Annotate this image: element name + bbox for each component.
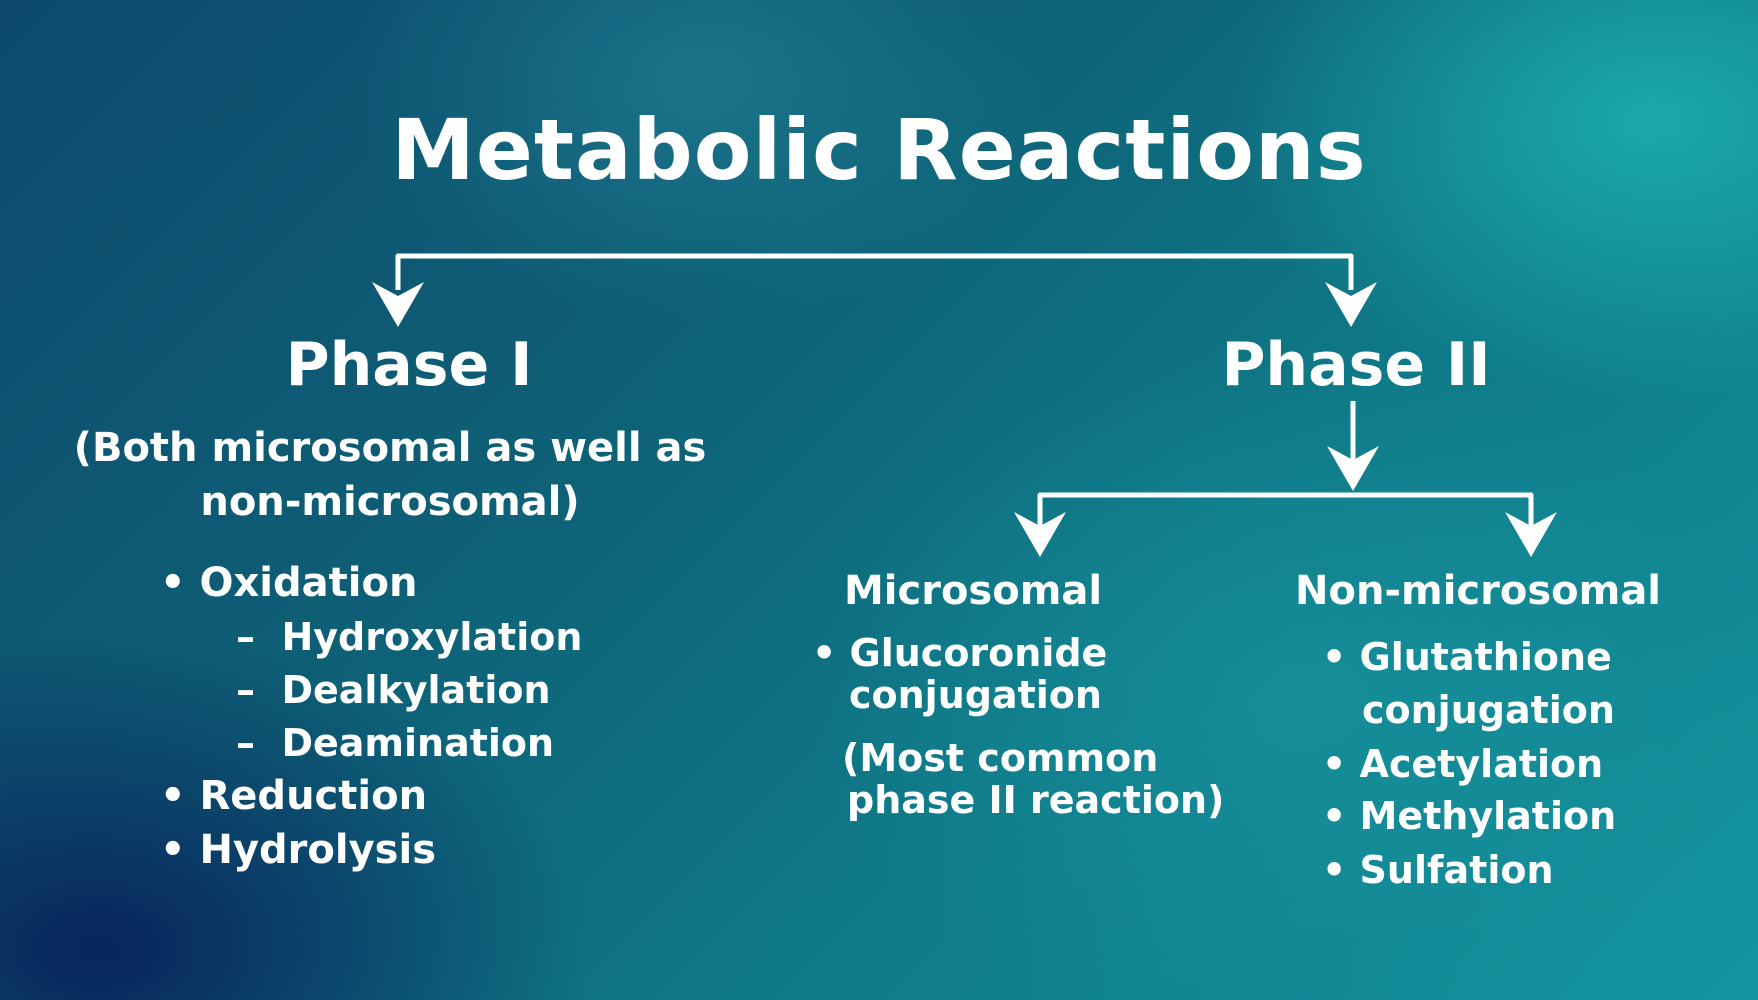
list-item: • Hydrolysis <box>160 827 437 873</box>
microsomal-note-line2: phase II reaction) <box>847 778 1225 822</box>
top-connector-line <box>395 253 1354 290</box>
arrow-head-phase2 <box>1325 282 1377 327</box>
item-label: Reduction <box>199 773 428 819</box>
item-label-cont: conjugation <box>1362 688 1615 732</box>
item-label: Hydrolysis <box>199 827 437 873</box>
item-label: Methylation <box>1359 794 1617 838</box>
arrow-head-nonmicrosomal <box>1505 512 1557 557</box>
list-item: • Glucoronide <box>812 631 1108 675</box>
item-label: Glutathione <box>1359 635 1612 679</box>
phase1-heading: Phase I <box>285 330 533 400</box>
list-item: • Glutathione <box>1322 635 1612 679</box>
list-item: • Acetylation <box>1322 742 1604 786</box>
microsomal-heading: Microsomal <box>844 568 1103 614</box>
sub-connector-line <box>1037 492 1534 530</box>
page-title: Metabolic Reactions <box>391 101 1367 199</box>
list-item: • Methylation <box>1322 794 1617 838</box>
phase1-note-line2: non-microsomal) <box>200 479 580 525</box>
item-label-cont: conjugation <box>849 673 1102 717</box>
list-subitem: – Hydroxylation <box>236 615 583 659</box>
phase2-heading: Phase II <box>1221 330 1491 400</box>
list-subitem: – Dealkylation <box>236 668 551 712</box>
item-label: Dealkylation <box>281 668 551 712</box>
item-label: Glucoronide <box>849 631 1108 675</box>
microsomal-note-line1: (Most common <box>842 736 1159 780</box>
arrow-head-microsomal <box>1014 512 1066 557</box>
item-label: Oxidation <box>199 560 418 606</box>
item-label: Hydroxylation <box>281 615 583 659</box>
list-subitem: – Deamination <box>236 721 555 765</box>
item-label: Acetylation <box>1359 742 1604 786</box>
arrow-head-phase1 <box>372 282 424 327</box>
phase1-note-line1: (Both microsomal as well as <box>73 425 707 471</box>
arrow-head-phase2-down <box>1327 446 1379 491</box>
list-item: • Oxidation <box>160 560 418 606</box>
item-label: Deamination <box>281 721 555 765</box>
nonmicrosomal-heading: Non-microsomal <box>1295 568 1662 614</box>
list-item: • Sulfation <box>1322 848 1554 892</box>
item-label: Sulfation <box>1359 848 1554 892</box>
list-item: • Reduction <box>160 773 428 819</box>
